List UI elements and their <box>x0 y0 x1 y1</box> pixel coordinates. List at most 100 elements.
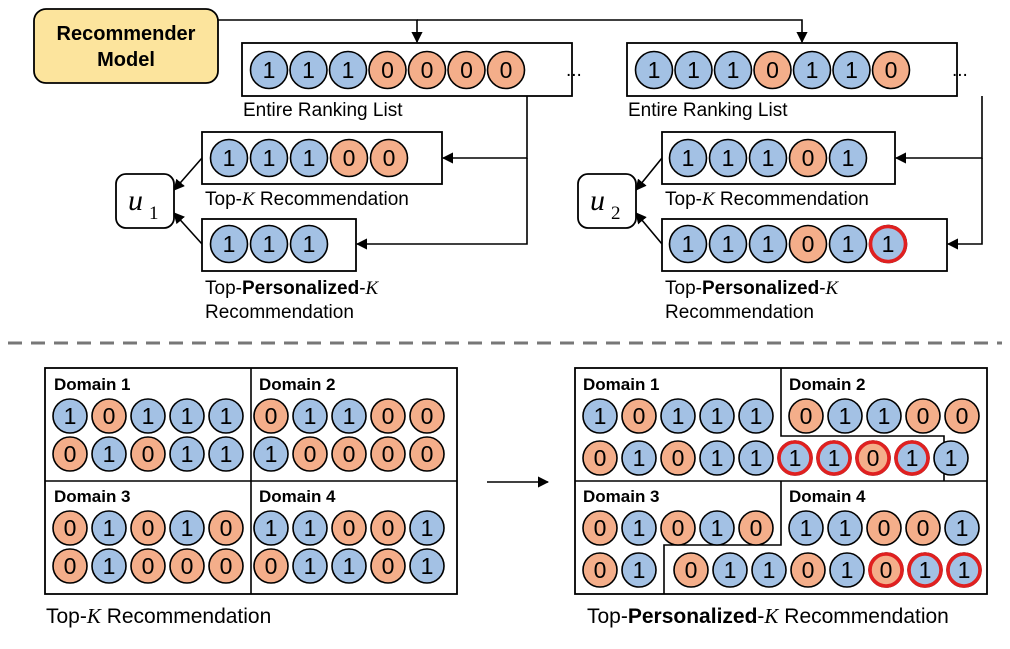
right-d4-r1-item-3 <box>905 510 941 546</box>
right-row4-item-1 <box>621 552 657 588</box>
right-row4-item-3-label: 1 <box>724 557 737 583</box>
user1-entire-item-4-label: 0 <box>421 57 434 83</box>
user1-entire-item-0 <box>249 50 289 90</box>
left-d1-r2-item-3 <box>169 436 205 472</box>
left-d1-r2-item-2 <box>130 436 166 472</box>
left-d3-r2-item-0-label: 0 <box>64 553 77 579</box>
left-d1-r1-item-3-label: 1 <box>181 403 194 429</box>
left-d1-r1-item-0 <box>52 398 88 434</box>
user1-topk-item-2 <box>289 138 329 178</box>
left-d1-r2-item-0-label: 0 <box>64 441 77 467</box>
right-row2-item-6-highlight-ring <box>816 440 852 476</box>
left-d4-r2-item-3 <box>370 548 406 584</box>
user2-topk-item-2-label: 1 <box>762 145 775 171</box>
left-d3-r2-item-2 <box>130 548 166 584</box>
right-d4-r1-item-3-label: 0 <box>917 515 930 541</box>
right-domain1-title: Domain 1 <box>583 375 660 394</box>
right-d2-r1-item-2 <box>866 398 902 434</box>
right-row4-item-7-highlight-ring <box>868 552 904 588</box>
user2-entire-item-6 <box>871 50 911 90</box>
left-d4-r2-item-2 <box>331 548 367 584</box>
user2-topp-item-4-label: 1 <box>842 231 855 257</box>
user1-node: u 1 <box>115 173 175 229</box>
right-row2-item-0-label: 0 <box>594 445 607 471</box>
right-row2-item-5-label: 1 <box>789 445 802 471</box>
right-row2-item-8-highlight-ring <box>894 440 930 476</box>
left-d3-r2-item-0 <box>52 548 88 584</box>
right-d1-r1-item-0 <box>582 398 618 434</box>
left-d2-r1-item-1 <box>292 398 328 434</box>
user2-topp-item-2 <box>748 224 788 264</box>
user1-topp-item-0 <box>209 224 249 264</box>
right-d3-r1-item-4 <box>738 510 774 546</box>
right-row4-item-8-highlight-ring <box>907 552 943 588</box>
left-d2-r1-item-2 <box>331 398 367 434</box>
user1-entire-item-2-label: 1 <box>342 57 355 83</box>
user2-entire-item-3-label: 0 <box>766 57 779 83</box>
list1-to-topk-arrow <box>441 96 528 164</box>
right-d2-r1-item-1 <box>827 398 863 434</box>
user2-entire-label: Entire Ranking List <box>628 100 788 121</box>
user1-entire-item-3 <box>368 50 407 90</box>
user2-topk-item-2 <box>748 138 788 178</box>
right-row4-item-5 <box>790 552 826 588</box>
user2-entire-item-3 <box>753 50 792 90</box>
user2-topp-item-1-label: 1 <box>722 231 735 257</box>
right-d1-r1-item-1-label: 0 <box>633 403 646 429</box>
left-d1-r2-item-2-label: 0 <box>142 441 155 467</box>
left-d1-r2-item-0 <box>52 436 88 472</box>
right-d2-r1-item-3 <box>905 398 941 434</box>
left-d1-r2-item-1-label: 1 <box>103 441 116 467</box>
user2-topk-item-4-label: 1 <box>842 145 855 171</box>
left-domain4-title: Domain 4 <box>259 487 336 506</box>
model-title-line1: Recommender <box>57 23 196 45</box>
user2-topk-item-0 <box>668 138 708 178</box>
right-row2-item-3 <box>699 440 735 476</box>
user2-topk-item-3 <box>788 138 828 178</box>
svg-text:u: u <box>128 184 143 217</box>
model-to-list2-arrow <box>417 19 808 44</box>
left-d1-r2-item-3-label: 1 <box>181 441 194 467</box>
right-row4-item-2 <box>673 552 709 588</box>
left-d3-r1-item-3-label: 1 <box>181 515 194 541</box>
topp-to-user1-arrow <box>173 212 203 245</box>
right-row2-item-7-label: 0 <box>867 445 880 471</box>
left-d1-r1-item-1 <box>91 398 127 434</box>
user1-topk-item-4 <box>369 138 409 178</box>
right-d3-r1-item-0 <box>582 510 618 546</box>
right-d4-r1-item-4 <box>944 510 980 546</box>
right-row2-item-2 <box>660 440 696 476</box>
left-d2-r1-item-3 <box>370 398 406 434</box>
right-row4-item-5-label: 0 <box>802 557 815 583</box>
user2-entire-item-5-label: 1 <box>845 57 858 83</box>
user2-list-ellipsis: ... <box>952 60 968 81</box>
right-domain4-title: Domain 4 <box>789 487 866 506</box>
right-d2-r1-item-0 <box>788 398 824 434</box>
right-d3-r1-item-0-label: 0 <box>594 515 607 541</box>
right-d3-r1-item-4-label: 0 <box>750 515 763 541</box>
user2-topp-item-0 <box>668 224 708 264</box>
left-d2-r2-item-0 <box>253 436 289 472</box>
left-d4-r1-item-0-label: 1 <box>265 515 278 541</box>
left-d4-r2-item-4 <box>409 548 445 584</box>
right-d2-r1-item-3-label: 0 <box>917 403 930 429</box>
user1-topp-item-2-label: 1 <box>303 231 316 257</box>
left-d2-r2-item-2 <box>331 436 367 472</box>
left-d3-r2-item-3 <box>169 548 205 584</box>
left-d2-r1-item-3-label: 0 <box>382 403 395 429</box>
left-d3-r2-item-4-label: 0 <box>220 553 233 579</box>
user2-topk-item-0-label: 1 <box>682 145 695 171</box>
connector-lines <box>173 19 983 250</box>
left-d2-r2-item-3 <box>370 436 406 472</box>
right-d1-r1-item-3-label: 1 <box>711 403 724 429</box>
left-d2-r2-item-1 <box>292 436 328 472</box>
user1-topk-label: Top-K Recommendation <box>205 189 409 210</box>
bottom-right-caption: Top-Personalized-K Recommendation <box>587 604 949 628</box>
topp-to-user2-arrow <box>635 212 663 245</box>
right-row4-item-9-highlight-ring <box>946 552 982 588</box>
right-row4-item-8-label: 1 <box>919 557 932 583</box>
user2-entire-item-1-label: 1 <box>687 57 700 83</box>
user1-topk-item-4-label: 0 <box>383 145 396 171</box>
right-d2-r1-item-4-label: 0 <box>956 403 969 429</box>
